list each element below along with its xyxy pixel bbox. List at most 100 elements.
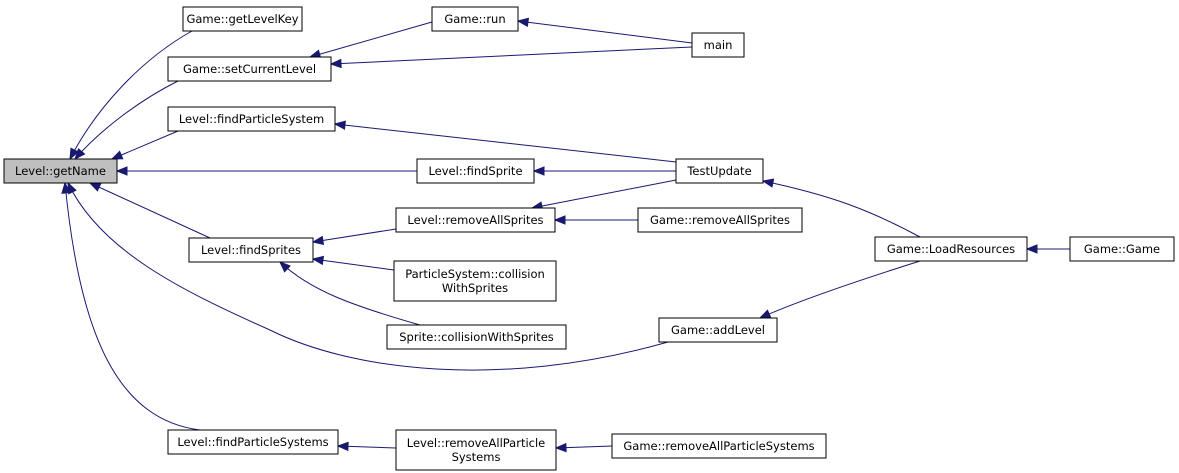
arrowhead [110, 150, 124, 160]
edge-level_findparticlesystem-to-level_getname [110, 130, 179, 160]
node-label: Game::addLevel [671, 323, 765, 337]
arrowhead [115, 166, 128, 176]
node-box [182, 6, 303, 32]
node-game_game[interactable]: Game::Game [1069, 236, 1175, 262]
arrowhead [279, 261, 291, 273]
edge-testupdate-to-level_findparticlesystem [333, 120, 677, 163]
node-label: Systems [452, 450, 501, 464]
node-label: Sprite::collisionWithSprites [399, 330, 554, 344]
node-main[interactable]: main [691, 32, 745, 58]
edge-level_removeallsprites-to-level_findsprites [311, 228, 397, 246]
arrowhead [532, 166, 545, 176]
edge-main-to-game_run [516, 17, 693, 44]
edge-testupdate-to-level_removeallsprites [530, 179, 677, 211]
arrowhead [1025, 244, 1038, 254]
arrowhead [88, 182, 102, 192]
node-layer: Level::getName Game::getLevelKeyGame::set… [3, 6, 1175, 471]
node-sprite_collision[interactable]: Sprite::collisionWithSprites [386, 324, 567, 350]
node-label: WithSprites [442, 281, 508, 295]
node-label: Level::findSprite [428, 164, 522, 178]
node-box [395, 207, 556, 233]
node-box [637, 207, 803, 233]
edge-main-to-game_setcurrentlevel [329, 46, 693, 69]
edge-game_game-to-game_loadresources [1025, 244, 1070, 254]
edge-game_getlevelkey-to-level_getname [69, 30, 193, 161]
node-level_findsprite[interactable]: Level::findSprite [416, 158, 535, 184]
node-label: Game::Game [1084, 242, 1160, 256]
node-box [167, 56, 332, 82]
node-box [416, 158, 535, 184]
node-level_findparticlesystems[interactable]: Level::findParticleSystems [167, 429, 339, 455]
node-game_run[interactable]: Game::run [431, 6, 519, 32]
arrowhead [311, 235, 325, 246]
node-game_loadresources[interactable]: Game::LoadResources [874, 236, 1028, 262]
node-label: main [704, 38, 733, 52]
node-label: Level::getName [15, 164, 106, 178]
edge-level_removeallparticlesystems-to-level_findparticlesystems [336, 441, 397, 452]
edge-game_setcurrentlevel-to-level_getname [74, 80, 179, 161]
node-box [386, 324, 567, 350]
edge-line [69, 30, 193, 160]
arrowhead [329, 58, 342, 69]
node-level_removeallsprites[interactable]: Level::removeAllSprites [395, 207, 556, 233]
edge-game_loadresources-to-testupdate [761, 178, 921, 238]
arrowhead [761, 178, 775, 188]
node-label: Level::removeAllParticle [407, 436, 546, 450]
node-box [675, 158, 764, 184]
edge-level_findsprites-to-level_getname [88, 182, 211, 239]
edge-level_findsprite-to-level_getname [115, 166, 417, 176]
node-level_findparticlesystem[interactable]: Level::findParticleSystem [167, 106, 336, 132]
node-box [658, 317, 778, 343]
edge-game_run-to-game_setcurrentlevel [308, 21, 433, 59]
edge-line [531, 179, 677, 209]
node-game_setcurrentlevel[interactable]: Game::setCurrentLevel [167, 56, 332, 82]
edge-game_addlevel-to-level_getname [67, 181, 669, 371]
node-box [1069, 236, 1175, 262]
edge-game_removeallsprites-to-level_removeallsprites [553, 215, 638, 225]
node-label: TestUpdate [686, 164, 751, 178]
arrowhead [61, 181, 71, 194]
node-game_getlevelkey[interactable]: Game::getLevelKey [182, 6, 303, 32]
edge-line [74, 80, 179, 160]
edge-sprite_collision-to-level_findsprites [279, 261, 421, 326]
edge-line [111, 130, 179, 160]
node-level_findsprites[interactable]: Level::findSprites [188, 237, 314, 263]
arrowhead [69, 147, 79, 161]
node-particlesystem_collision[interactable]: ParticleSystem::collisionWithSprites [393, 260, 557, 302]
node-box [611, 433, 827, 459]
node-box [167, 106, 336, 132]
node-level_removeallparticlesystems[interactable]: Level::removeAllParticleSystems [395, 429, 557, 471]
node-box [431, 6, 519, 32]
node-game_addlevel[interactable]: Game::addLevel [658, 317, 778, 343]
edge-line [759, 260, 921, 319]
edge-testupdate-to-level_findsprite [532, 166, 676, 176]
node-box [393, 260, 557, 302]
node-game_removeallparticlesystems[interactable]: Game::removeAllParticleSystems [611, 433, 827, 459]
node-label: Level::removeAllSprites [407, 213, 543, 227]
node-box [3, 158, 118, 184]
node-label: ParticleSystem::collision [405, 267, 545, 281]
edge-level_findparticlesystems-to-level_getname [61, 181, 201, 431]
edge-line [312, 228, 397, 243]
node-box [691, 32, 745, 58]
edge-line [89, 182, 211, 239]
node-level_getname[interactable]: Level::getName [3, 158, 118, 184]
arrowhead [336, 441, 349, 452]
edge-line [309, 21, 433, 58]
node-testupdate[interactable]: TestUpdate [675, 158, 764, 184]
node-box [188, 237, 314, 263]
edge-line [64, 182, 201, 431]
node-label: Level::findParticleSystems [177, 435, 328, 449]
node-label: Game::getLevelKey [186, 12, 298, 26]
edge-line [330, 46, 693, 65]
arrowhead [333, 120, 346, 130]
node-label: Game::run [444, 12, 505, 26]
node-game_removeallsprites[interactable]: Game::removeAllSprites [637, 207, 803, 233]
node-label: Game::removeAllSprites [650, 213, 790, 227]
arrowhead [311, 255, 325, 266]
node-label: Level::findSprites [201, 243, 301, 257]
arrowhead [758, 309, 772, 319]
edge-line [517, 20, 693, 44]
arrowhead [74, 147, 86, 161]
